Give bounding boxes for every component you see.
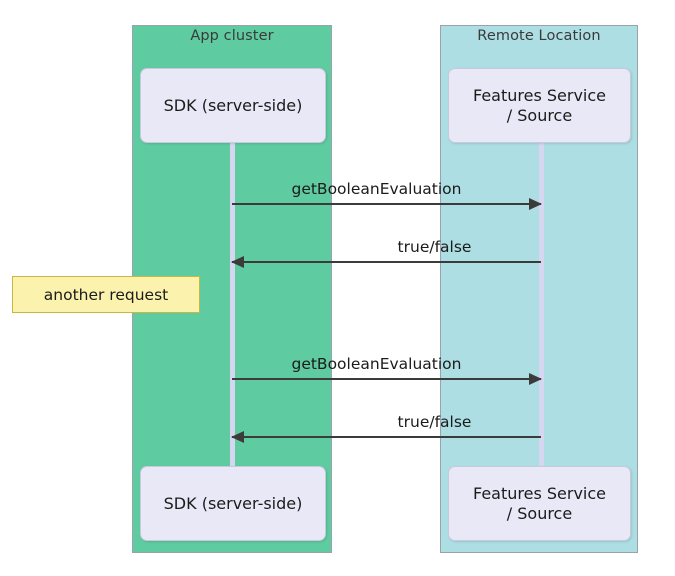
participant-features-service-top[interactable]: Features Service / Source	[448, 68, 631, 143]
message-true-false-1: true/false	[231, 238, 541, 268]
group-remote-location-title: Remote Location	[477, 28, 601, 44]
participant-features-service-top-line1: Features Service	[472, 85, 606, 105]
message-get-boolean-evaluation-1: getBooleanEvaluation	[232, 180, 542, 210]
message-true-false-2: true/false	[231, 413, 541, 443]
arrow-left-icon	[231, 256, 244, 268]
message-get-boolean-evaluation-2: getBooleanEvaluation	[232, 355, 542, 385]
participant-sdk-bottom-label: SDK (server-side)	[163, 493, 303, 513]
participant-features-service-bottom-label: Features Service / Source	[473, 484, 606, 524]
group-app-cluster-title: App cluster	[190, 28, 274, 44]
participant-features-service-bottom-line2: / Source	[506, 503, 573, 523]
message-label: true/false	[397, 238, 472, 256]
lifeline-sdk	[230, 140, 235, 468]
message-line	[232, 436, 541, 438]
arrow-right-icon	[529, 198, 542, 210]
arrow-right-icon	[529, 373, 542, 385]
participant-features-service-bottom-line1: Features Service	[472, 483, 606, 503]
participant-features-service-top-label: Features Service / Source	[473, 86, 606, 126]
participant-sdk-bottom[interactable]: SDK (server-side)	[140, 466, 326, 541]
message-label: getBooleanEvaluation	[291, 180, 462, 198]
participant-features-service-top-line2: / Source	[506, 105, 573, 125]
note-another-request: another request	[12, 276, 200, 313]
message-line	[232, 203, 541, 205]
message-line	[232, 261, 541, 263]
note-another-request-label: another request	[43, 285, 169, 304]
participant-features-service-bottom[interactable]: Features Service / Source	[448, 466, 631, 541]
message-label: true/false	[397, 413, 472, 431]
participant-sdk-top[interactable]: SDK (server-side)	[140, 68, 326, 143]
participant-sdk-top-label: SDK (server-side)	[163, 95, 303, 115]
arrow-left-icon	[231, 431, 244, 443]
lifeline-features-service	[539, 140, 544, 468]
message-line	[232, 378, 541, 380]
message-label: getBooleanEvaluation	[291, 355, 462, 373]
